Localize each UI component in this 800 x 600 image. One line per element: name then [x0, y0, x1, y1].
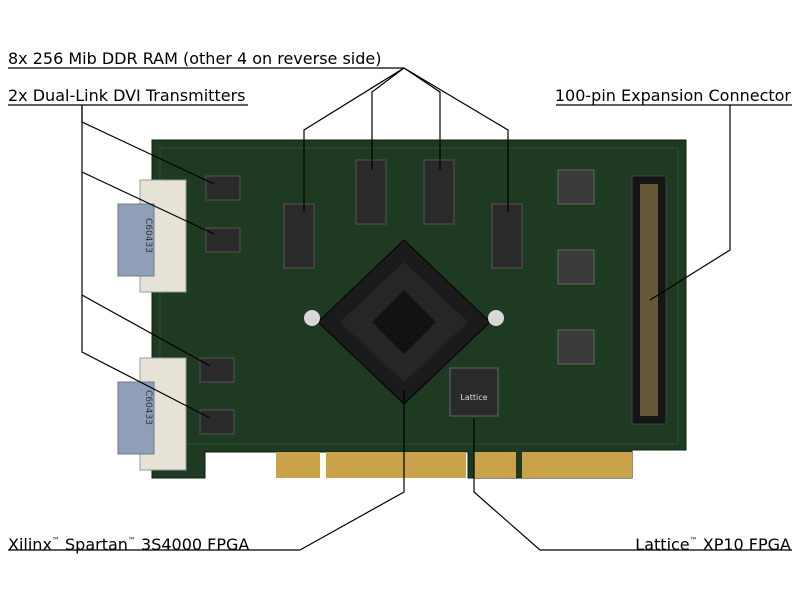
lattice-chip-text: Lattice	[460, 393, 487, 402]
dvi-connector-bottom: C60433	[117, 357, 187, 471]
pci-edge-fingers	[276, 452, 632, 478]
xilinx-fpga-heatsink	[304, 239, 504, 405]
power-regulators	[557, 169, 595, 365]
label-ddr-ram: 8x 256 Mib DDR RAM (other 4 on reverse s…	[8, 49, 382, 68]
lattice-fpga-chip: Lattice	[449, 367, 499, 417]
tm-mark: ™	[51, 536, 60, 545]
label-xilinx-fpga: Xilinx™ Spartan™ 3S4000 FPGA	[8, 532, 249, 554]
label-dvi-transmitters: 2x Dual-Link DVI Transmitters	[8, 86, 246, 105]
lattice-brand: Lattice	[635, 535, 690, 554]
dvi-connector-top-text: C60433	[143, 218, 153, 253]
dvi-connector-bottom-text: C60433	[143, 390, 153, 425]
xilinx-brand: Xilinx	[8, 535, 52, 554]
tm-mark: ™	[689, 536, 698, 545]
label-lattice-fpga: Lattice™ XP10 FPGA	[635, 532, 791, 554]
tm-mark: ™	[127, 536, 136, 545]
dvi-connector-top: C60433	[117, 179, 187, 293]
label-expansion-connector: 100-pin Expansion Connector	[554, 86, 791, 105]
spartan-brand: Spartan	[65, 535, 128, 554]
callout-lines	[8, 67, 792, 551]
ram-chips	[283, 159, 523, 269]
xilinx-part: 3S4000 FPGA	[141, 535, 250, 554]
dvi-transmitter-chips	[199, 175, 241, 435]
expansion-connector	[631, 175, 667, 425]
lattice-part: XP10 FPGA	[702, 535, 791, 554]
